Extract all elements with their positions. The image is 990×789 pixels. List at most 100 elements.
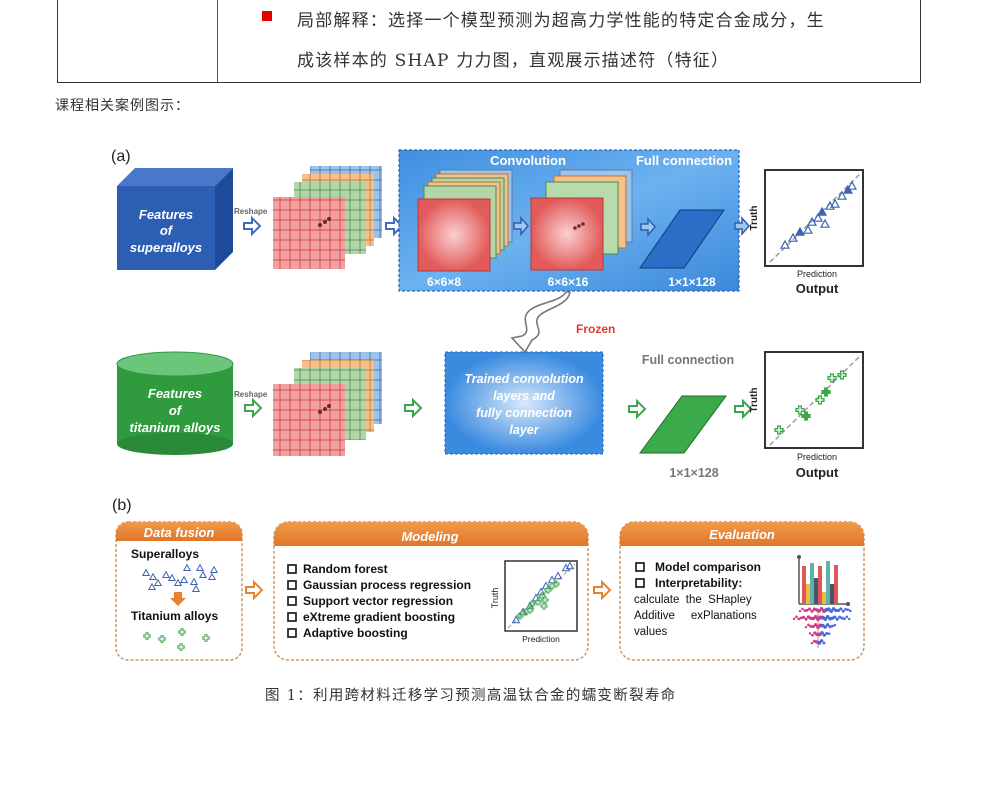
- triangle-marker: [802, 224, 814, 234]
- model-item: eXtreme gradient boosting: [303, 610, 455, 624]
- trained-block: [444, 351, 604, 455]
- triangle-marker: [141, 568, 151, 577]
- bar: [802, 566, 806, 604]
- cube-text-3: superalloys: [130, 240, 202, 255]
- output-plot-bottom: Truth Prediction Output: [749, 351, 864, 480]
- model-item: Random forest: [303, 562, 388, 576]
- cross-marker: [821, 387, 831, 397]
- arrow-icon: [513, 216, 529, 236]
- cross-marker: [837, 370, 847, 380]
- cross-marker: [158, 635, 166, 643]
- triangle-marker: [195, 563, 205, 572]
- cross-marker: [801, 411, 811, 421]
- triangle-marker: [846, 180, 858, 190]
- bar: [834, 565, 838, 604]
- fc-layer-top: [639, 209, 725, 269]
- intro-text: 课程相关案例图示：: [55, 98, 190, 114]
- checkbox-icon: [287, 628, 297, 638]
- bar: [822, 592, 826, 604]
- triangle-marker: [147, 582, 157, 591]
- convolution-label: Convolution: [490, 153, 566, 168]
- table-fragment: [57, 0, 921, 83]
- reshape-label-bottom: Reshape: [234, 390, 268, 399]
- cylinder-text-2: of: [169, 403, 183, 418]
- cross-marker: [528, 600, 536, 608]
- eval-desc-1: calculate the SHapley: [634, 594, 752, 606]
- output-plot-top: Truth Prediction Output: [749, 169, 864, 296]
- eval-desc-2: Additive exPlanations: [634, 610, 757, 622]
- cross-marker: [534, 598, 542, 606]
- arrow-icon: [385, 215, 404, 237]
- checkbox-icon: [635, 562, 645, 572]
- triangle-marker: [148, 572, 158, 581]
- arrow-icon: [243, 215, 262, 237]
- titanium-cylinder: Features of titanium alloys: [116, 351, 234, 455]
- cross-marker: [541, 596, 549, 604]
- evaluation-card: Evaluation Model comparison Interpretabi…: [619, 521, 865, 661]
- red-square-bullet-icon: [262, 11, 272, 21]
- full-connection-label: Full connection: [636, 153, 732, 168]
- eval-desc-3: values: [634, 626, 667, 638]
- cube-text-1: Features: [139, 207, 193, 222]
- arrow-icon: [628, 398, 647, 420]
- full-connection-bottom-label: Full connection: [642, 353, 734, 367]
- cylinder-text-3: titanium alloys: [129, 420, 220, 435]
- data-fusion-title: Data fusion: [144, 525, 215, 540]
- arrow-icon: [734, 398, 753, 420]
- triangle-marker: [167, 573, 177, 582]
- checkbox-icon: [635, 578, 645, 588]
- model-item: Adaptive boosting: [303, 626, 408, 640]
- input-grid-stack-top: [273, 166, 382, 269]
- cross-marker: [552, 580, 560, 588]
- eval-item-2: Interpretability:: [655, 576, 742, 590]
- triangle-marker: [819, 218, 831, 228]
- triangle-marker: [525, 601, 535, 610]
- output-label-top: Output: [796, 281, 839, 296]
- cross-marker: [827, 373, 837, 383]
- dim-label-bottom: 1×1×128: [669, 466, 718, 480]
- triangle-marker: [829, 198, 841, 208]
- bar: [830, 584, 834, 604]
- triangle-marker: [173, 578, 183, 587]
- figure-caption: 图 1：利用跨材料迁移学习预测高温钛合金的蠕变断裂寿命: [265, 688, 677, 704]
- table-line-1: 局部解释：选择一个模型预测为超高力学性能的特定合金成分，生: [297, 11, 825, 31]
- cross-marker: [143, 632, 151, 640]
- cross-marker: [540, 602, 548, 610]
- bar: [806, 584, 810, 604]
- triangle-marker: [816, 206, 828, 216]
- bar: [814, 578, 818, 604]
- triangle-marker: [207, 572, 217, 581]
- x-axis-label-bottom: Prediction: [797, 452, 837, 462]
- bar: [818, 566, 822, 604]
- shap-beeswarm-icon: [792, 606, 852, 648]
- trained-text-1: Trained convolution: [464, 372, 584, 386]
- table-line-2: 成该样本的 SHAP 力力图，直观展示描述符（特征）: [297, 51, 730, 71]
- triangle-marker: [511, 615, 521, 624]
- cross-marker: [526, 606, 534, 614]
- cross-marker: [178, 628, 186, 636]
- x-axis-label-top: Prediction: [797, 269, 837, 279]
- triangle-marker: [189, 577, 199, 586]
- feature-maps-16: [530, 169, 633, 271]
- reshape-label-top: Reshape: [234, 207, 268, 216]
- cross-marker: [774, 425, 784, 435]
- dim-label-2: 6×6×16: [548, 275, 589, 289]
- panel-b-label: (b): [112, 497, 132, 514]
- cross-marker: [177, 643, 185, 651]
- dim-label-1: 6×6×8: [427, 275, 461, 289]
- triangle-marker: [812, 212, 824, 222]
- checkbox-icon: [287, 596, 297, 606]
- y-axis-label-bottom: Truth: [749, 388, 760, 413]
- model-item: Gaussian process regression: [303, 578, 471, 592]
- frozen-arrow-icon: [510, 291, 571, 354]
- arrow-icon: [244, 397, 263, 419]
- modeling-x-label: Prediction: [522, 634, 560, 644]
- cross-marker: [815, 395, 825, 405]
- data-fusion-card: Data fusion Superalloys Titanium alloys: [115, 521, 243, 661]
- output-label-bottom: Output: [796, 465, 839, 480]
- feature-maps-8: [417, 169, 513, 272]
- evaluation-title: Evaluation: [709, 527, 775, 542]
- trained-text-3: fully connection: [476, 406, 572, 420]
- triangle-marker: [794, 226, 806, 236]
